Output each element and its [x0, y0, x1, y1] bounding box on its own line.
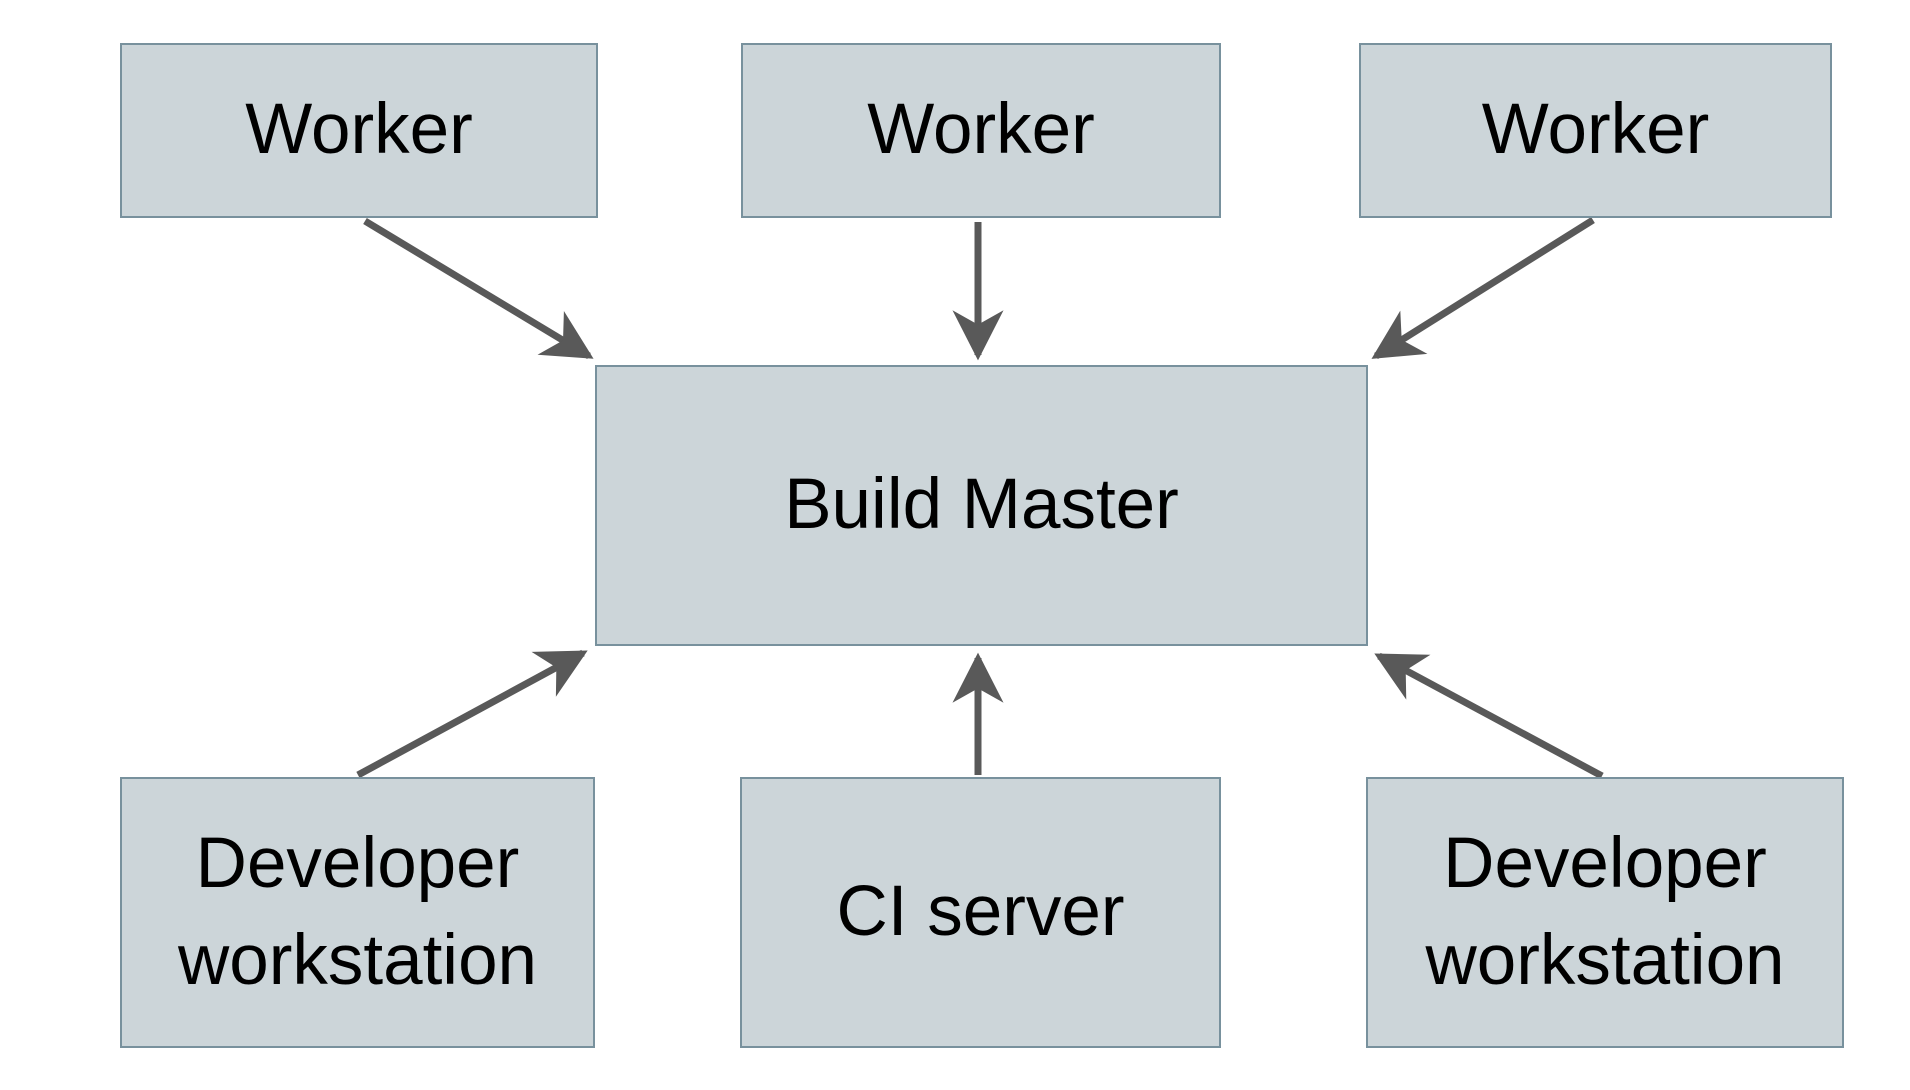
node-ci-server-label: CI server: [836, 872, 1125, 952]
node-worker-3-label: Worker: [1481, 90, 1710, 170]
edge-developer-workstation-1-to-build-master: [356, 649, 588, 779]
node-worker-2: Worker: [741, 43, 1221, 218]
edge-worker-1-to-build-master: [363, 218, 594, 359]
node-developer-workstation-2: Developer workstation: [1366, 777, 1844, 1048]
node-build-master-label: Build Master: [784, 465, 1179, 545]
node-build-master: Build Master: [595, 365, 1368, 646]
node-worker-1: Worker: [120, 43, 598, 218]
node-ci-server: CI server: [740, 777, 1221, 1048]
edge-worker-3-to-build-master: [1371, 217, 1595, 359]
node-developer-workstation-1-label: Developer workstation: [177, 823, 538, 1000]
node-worker-1-label: Worker: [245, 90, 473, 170]
node-worker-2-label: Worker: [867, 90, 1095, 170]
node-developer-workstation-1: Developer workstation: [120, 777, 595, 1048]
node-worker-3: Worker: [1359, 43, 1832, 218]
edge-developer-workstation-2-to-build-master: [1374, 652, 1604, 780]
node-developer-workstation-2-label: Developer workstation: [1425, 823, 1785, 1000]
